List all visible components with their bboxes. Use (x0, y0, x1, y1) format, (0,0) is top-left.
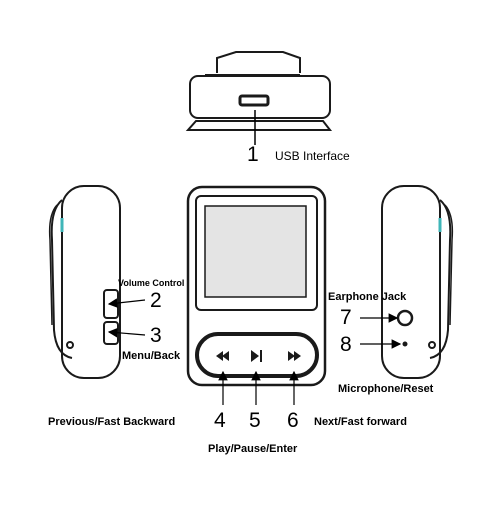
play-pause-icon (251, 350, 262, 362)
menu-label: Menu/Back (122, 350, 181, 362)
usb-label: USB Interface (275, 149, 350, 163)
left-body (61, 185, 121, 379)
volume-number: 2 (150, 289, 162, 312)
right-clip (429, 199, 452, 359)
right-side-view (381, 185, 454, 379)
play-label: Play/Pause/Enter (208, 443, 298, 455)
front-view (186, 185, 327, 387)
menu-callout-arrow (107, 327, 146, 338)
left-side-view (48, 185, 121, 379)
previous-label: Previous/Fast Backward (48, 416, 176, 428)
usb-port-icon (238, 94, 270, 107)
rewind-icon (216, 351, 229, 361)
next-number: 6 (287, 409, 299, 432)
top-view (185, 51, 333, 131)
volume-button (103, 289, 119, 319)
earphone-number: 7 (340, 306, 352, 329)
microphone-label: Microphone/Reset (338, 383, 434, 395)
left-clip (50, 199, 73, 359)
volume-callout-arrow (107, 298, 146, 308)
previous-number: 4 (214, 409, 226, 432)
next-label: Next/Fast forward (314, 416, 407, 428)
microphone-hole-icon (402, 341, 408, 347)
screen (204, 205, 307, 298)
fast-forward-icon (288, 351, 301, 361)
earphone-jack-icon (396, 309, 414, 327)
right-body (381, 185, 441, 379)
volume-label: Volume Control (118, 278, 185, 288)
earphone-label: Earphone Jack (328, 291, 407, 303)
usb-number: 1 (247, 143, 259, 166)
top-body (189, 75, 331, 119)
menu-number: 3 (150, 324, 162, 347)
play-number: 5 (249, 409, 261, 432)
microphone-number: 8 (340, 333, 352, 356)
clip-top (216, 51, 301, 73)
